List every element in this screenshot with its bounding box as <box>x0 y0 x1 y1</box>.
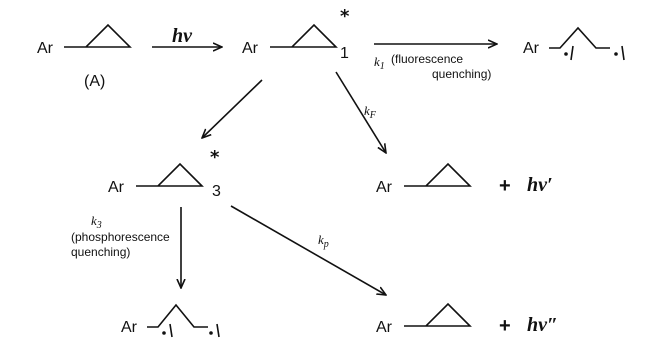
aryl-label: Ar <box>242 40 259 57</box>
phosphorescence-quenching-note-1: (phosphorescence <box>71 230 170 244</box>
triplet-index: 3 <box>212 183 221 200</box>
spin-arrow <box>570 45 574 61</box>
aryl-label: Ar <box>37 40 54 57</box>
fluorescence-quenching-note-1: (fluorescence <box>391 52 463 66</box>
triplet-excited-molecule: Ar 3 * <box>108 147 221 200</box>
excitation-step: hν <box>152 25 222 47</box>
radical-dot <box>209 331 213 335</box>
open-chain <box>147 303 208 328</box>
fluorescence-arrow <box>335 71 386 153</box>
fluorescence-product: Ar + hν′ <box>376 162 553 197</box>
aryl-label: Ar <box>121 319 138 336</box>
cyclopropane-ring <box>404 162 472 187</box>
spin-arrow <box>621 45 625 61</box>
cyclopropane-ring <box>136 162 204 187</box>
cyclopropane-ring <box>270 23 338 48</box>
phosphorescence-arrow <box>230 205 386 295</box>
excited-star: * <box>210 147 220 168</box>
rate-kp: kp <box>318 232 329 250</box>
rate-k1: k1 <box>374 54 385 72</box>
aryl-label: Ar <box>376 179 393 196</box>
singlet-biradical: Ar <box>523 26 625 61</box>
phosphorescence-emission: hν″ <box>527 314 558 336</box>
fluorescence-quenching-step: k1 (fluorescence quenching) <box>374 44 497 81</box>
ground-state-molecule: Ar (A) <box>37 23 132 90</box>
plus-sign: + <box>499 175 511 197</box>
open-chain <box>549 26 610 49</box>
cyclopropane-ring <box>404 302 472 327</box>
rate-k3: k3 <box>91 213 102 231</box>
radical-dot <box>614 52 618 56</box>
fluorescence-emission: hν′ <box>527 174 553 196</box>
fluorescence-step: kF <box>335 71 386 153</box>
phosphorescence-step: kp <box>230 205 386 295</box>
triplet-biradical: Ar <box>121 303 220 338</box>
singlet-excited-molecule: Ar 1 * <box>242 6 350 62</box>
aryl-label: Ar <box>523 40 540 57</box>
phosphorescence-product: Ar + hν″ <box>376 302 558 337</box>
ground-state-label: (A) <box>84 73 105 90</box>
plus-sign: + <box>499 315 511 337</box>
radical-dot <box>564 52 568 56</box>
cyclopropane-ring <box>64 23 132 48</box>
phosphorescence-quenching-note-2: quenching) <box>71 245 130 259</box>
spin-arrow <box>169 323 173 338</box>
spin-arrow <box>216 323 220 338</box>
excitation-label: hν <box>172 25 193 47</box>
rate-kF: kF <box>364 103 377 121</box>
fluorescence-quenching-note-2: quenching) <box>432 67 491 81</box>
intersystem-crossing-arrow <box>202 79 263 138</box>
radical-dot <box>162 331 166 335</box>
singlet-index: 1 <box>340 45 349 62</box>
excited-star: * <box>340 6 350 27</box>
aryl-label: Ar <box>376 319 393 336</box>
phosphorescence-quenching-step: k3 (phosphorescence quenching) <box>71 207 181 288</box>
aryl-label: Ar <box>108 179 125 196</box>
